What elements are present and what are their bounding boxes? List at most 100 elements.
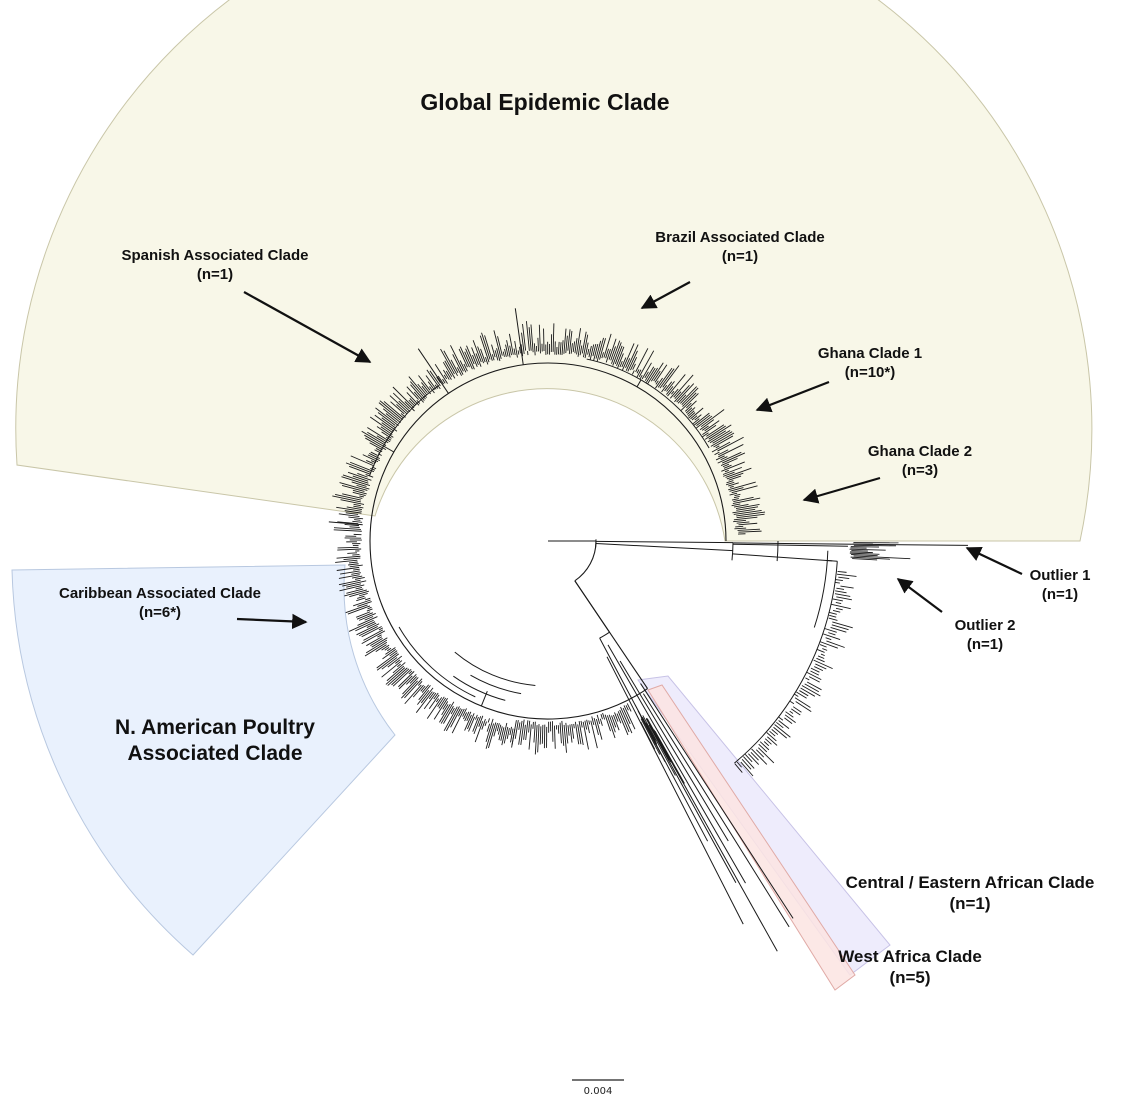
na-poultry-tip — [348, 561, 358, 564]
global-epidemic-tip — [381, 422, 395, 432]
right-clade-tip — [836, 587, 845, 590]
global-epidemic-tip — [350, 455, 375, 467]
global-epidemic-tip — [520, 344, 524, 357]
right-clade-tip — [835, 579, 843, 582]
global-epidemic-tip — [408, 399, 415, 407]
global-epidemic-tip — [706, 424, 725, 437]
west-africa-tip — [642, 716, 657, 744]
global-epidemic-tip — [352, 489, 367, 495]
global-epidemic-tip — [627, 350, 638, 372]
global-epidemic-tip — [701, 425, 709, 431]
right-clade-tip — [837, 570, 847, 573]
lower-clade-tip — [625, 705, 629, 711]
na-poultry-tip — [376, 653, 400, 671]
global-epidemic-tip — [336, 506, 362, 512]
global-epidemic-tip — [717, 451, 742, 464]
outlier-2-branch — [732, 553, 833, 562]
central-eastern-branch — [642, 693, 790, 928]
right-clade-tip — [769, 730, 776, 737]
global-epidemic-tip — [445, 370, 452, 380]
global-epidemic-tip — [364, 434, 385, 448]
global-epidemic-tip — [641, 362, 652, 380]
global-epidemic-tip — [365, 474, 374, 478]
lower-clade-tip — [565, 722, 569, 744]
na-poultry-tip — [346, 588, 364, 594]
global-epidemic-tip — [721, 461, 745, 472]
global-epidemic-tip — [736, 511, 766, 517]
right-clade-tip — [758, 747, 775, 764]
ghana-clade-2-count: (n=3) — [901, 461, 939, 479]
global-epidemic-tip — [664, 381, 673, 392]
outlier-1-tip — [849, 548, 886, 551]
global-epidemic-tip — [370, 451, 378, 456]
na-poultry-tip — [450, 707, 455, 715]
lower-clade-tip — [588, 720, 591, 725]
spanish-arrow — [243, 291, 372, 363]
lower-clade-tip — [593, 717, 599, 736]
na-poultry-tip — [346, 583, 362, 588]
global-epidemic-tip — [605, 348, 610, 359]
right-clade-tip — [764, 738, 772, 745]
global-epidemic-tip — [385, 413, 398, 424]
global-epidemic-tip — [738, 522, 758, 526]
na-poultry-tip — [338, 579, 361, 586]
branch-radial — [383, 445, 395, 453]
global-epidemic-tip — [657, 367, 673, 388]
na-poultry-tip — [347, 605, 371, 615]
na-poultry-tip — [357, 616, 378, 626]
right-clade-tip — [831, 603, 851, 610]
global-epidemic-tip — [417, 383, 428, 396]
right-clade-tip — [814, 666, 824, 672]
ghana-clade-2-title: Ghana Clade 2 — [867, 443, 973, 460]
na-poultry-tip — [417, 681, 423, 686]
na-poultry-tip — [395, 659, 401, 664]
global-epidemic-tip — [608, 338, 617, 360]
na-poultry-tip — [428, 691, 435, 700]
na-poultry-tip — [486, 723, 491, 732]
na-poultry-tip — [468, 716, 476, 732]
global-epidemic-tip — [715, 455, 725, 461]
na-poultry-tip — [353, 568, 360, 571]
lower-clade-tip — [571, 724, 575, 739]
global-epidemic-tip — [676, 383, 695, 403]
lower-clade-tip — [532, 721, 534, 729]
lower-clade-tip — [626, 703, 632, 712]
na-poultry-tip — [355, 611, 371, 618]
na-poultry-tip — [357, 595, 365, 599]
global-epidemic-tip — [647, 367, 658, 384]
right-clade-tip — [816, 649, 825, 653]
lower-clade-tip — [539, 726, 542, 745]
na-poultry-tip — [358, 592, 368, 597]
na-poultry-tip — [433, 698, 448, 720]
global-epidemic-tip — [472, 354, 478, 367]
na-poultry-tip — [366, 608, 373, 612]
global-epidemic-tip — [711, 441, 731, 453]
outlier-1-tip — [852, 558, 878, 561]
global-epidemic-tip — [421, 385, 428, 394]
global-epidemic-tip — [479, 335, 490, 363]
right-clade-tip — [773, 726, 787, 739]
global-epidemic-tip — [349, 526, 360, 528]
global-epidemic-tip — [710, 432, 735, 447]
global-epidemic-tip — [379, 400, 403, 421]
global-epidemic-tip — [493, 330, 502, 359]
west-africa-tip — [646, 718, 684, 784]
right-clade-tip — [820, 653, 825, 657]
lower-clade-tip — [617, 711, 629, 736]
global-epidemic-tip — [674, 391, 682, 400]
na-poultry-tip — [493, 722, 498, 737]
global-epidemic-tip — [389, 395, 409, 413]
na-poultry-tip — [364, 616, 374, 621]
global-epidemic-tip — [477, 346, 485, 364]
global-epidemic-tip — [344, 510, 362, 514]
outlier-2-label: Outlier 2 (n=1) — [935, 617, 1035, 655]
na-poultry-tip — [391, 668, 410, 686]
global-epidemic-tip — [398, 400, 411, 413]
branch-arc — [813, 550, 829, 628]
lower-clade-tip — [553, 725, 556, 749]
global-epidemic-tip — [625, 358, 631, 368]
branch-radial — [827, 560, 838, 562]
branch-radial — [480, 691, 488, 707]
global-epidemic-tip — [645, 367, 656, 383]
global-epidemic-tip — [463, 363, 468, 372]
